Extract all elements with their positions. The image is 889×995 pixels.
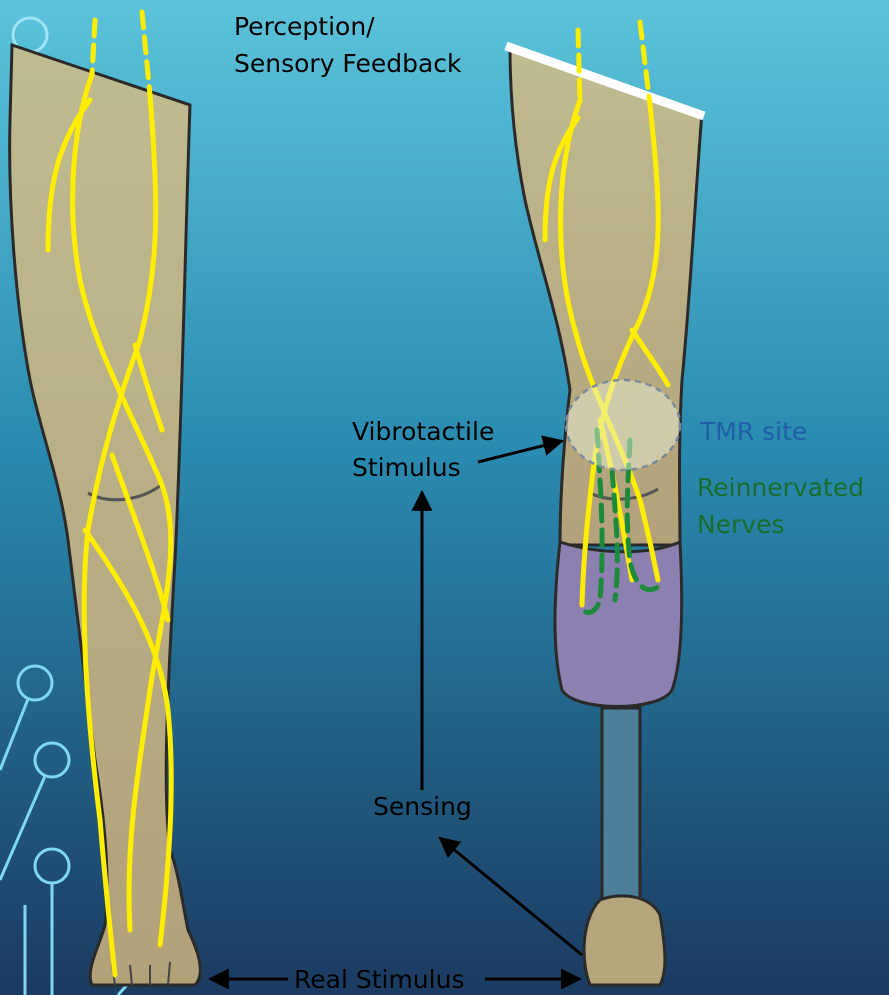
tmr-site-region [566,380,680,470]
label-real-stimulus: Real Stimulus [294,965,464,994]
label-tmr-site: TMR site [699,417,807,446]
label-reinnervated-line2: Nerves [697,510,785,539]
label-perception-line1: Perception/ [234,12,375,41]
label-perception-line2: Sensory Feedback [234,49,462,78]
prosthetic-socket [555,542,682,707]
label-reinnervated-line1: Reinnervated [697,473,864,502]
label-sensing: Sensing [373,792,472,821]
label-vibrotactile-line1: Vibrotactile [352,417,494,446]
label-vibrotactile-line2: Stimulus [352,453,461,482]
prosthetic-pylon [602,708,640,923]
prosthetic-foot [584,896,665,985]
